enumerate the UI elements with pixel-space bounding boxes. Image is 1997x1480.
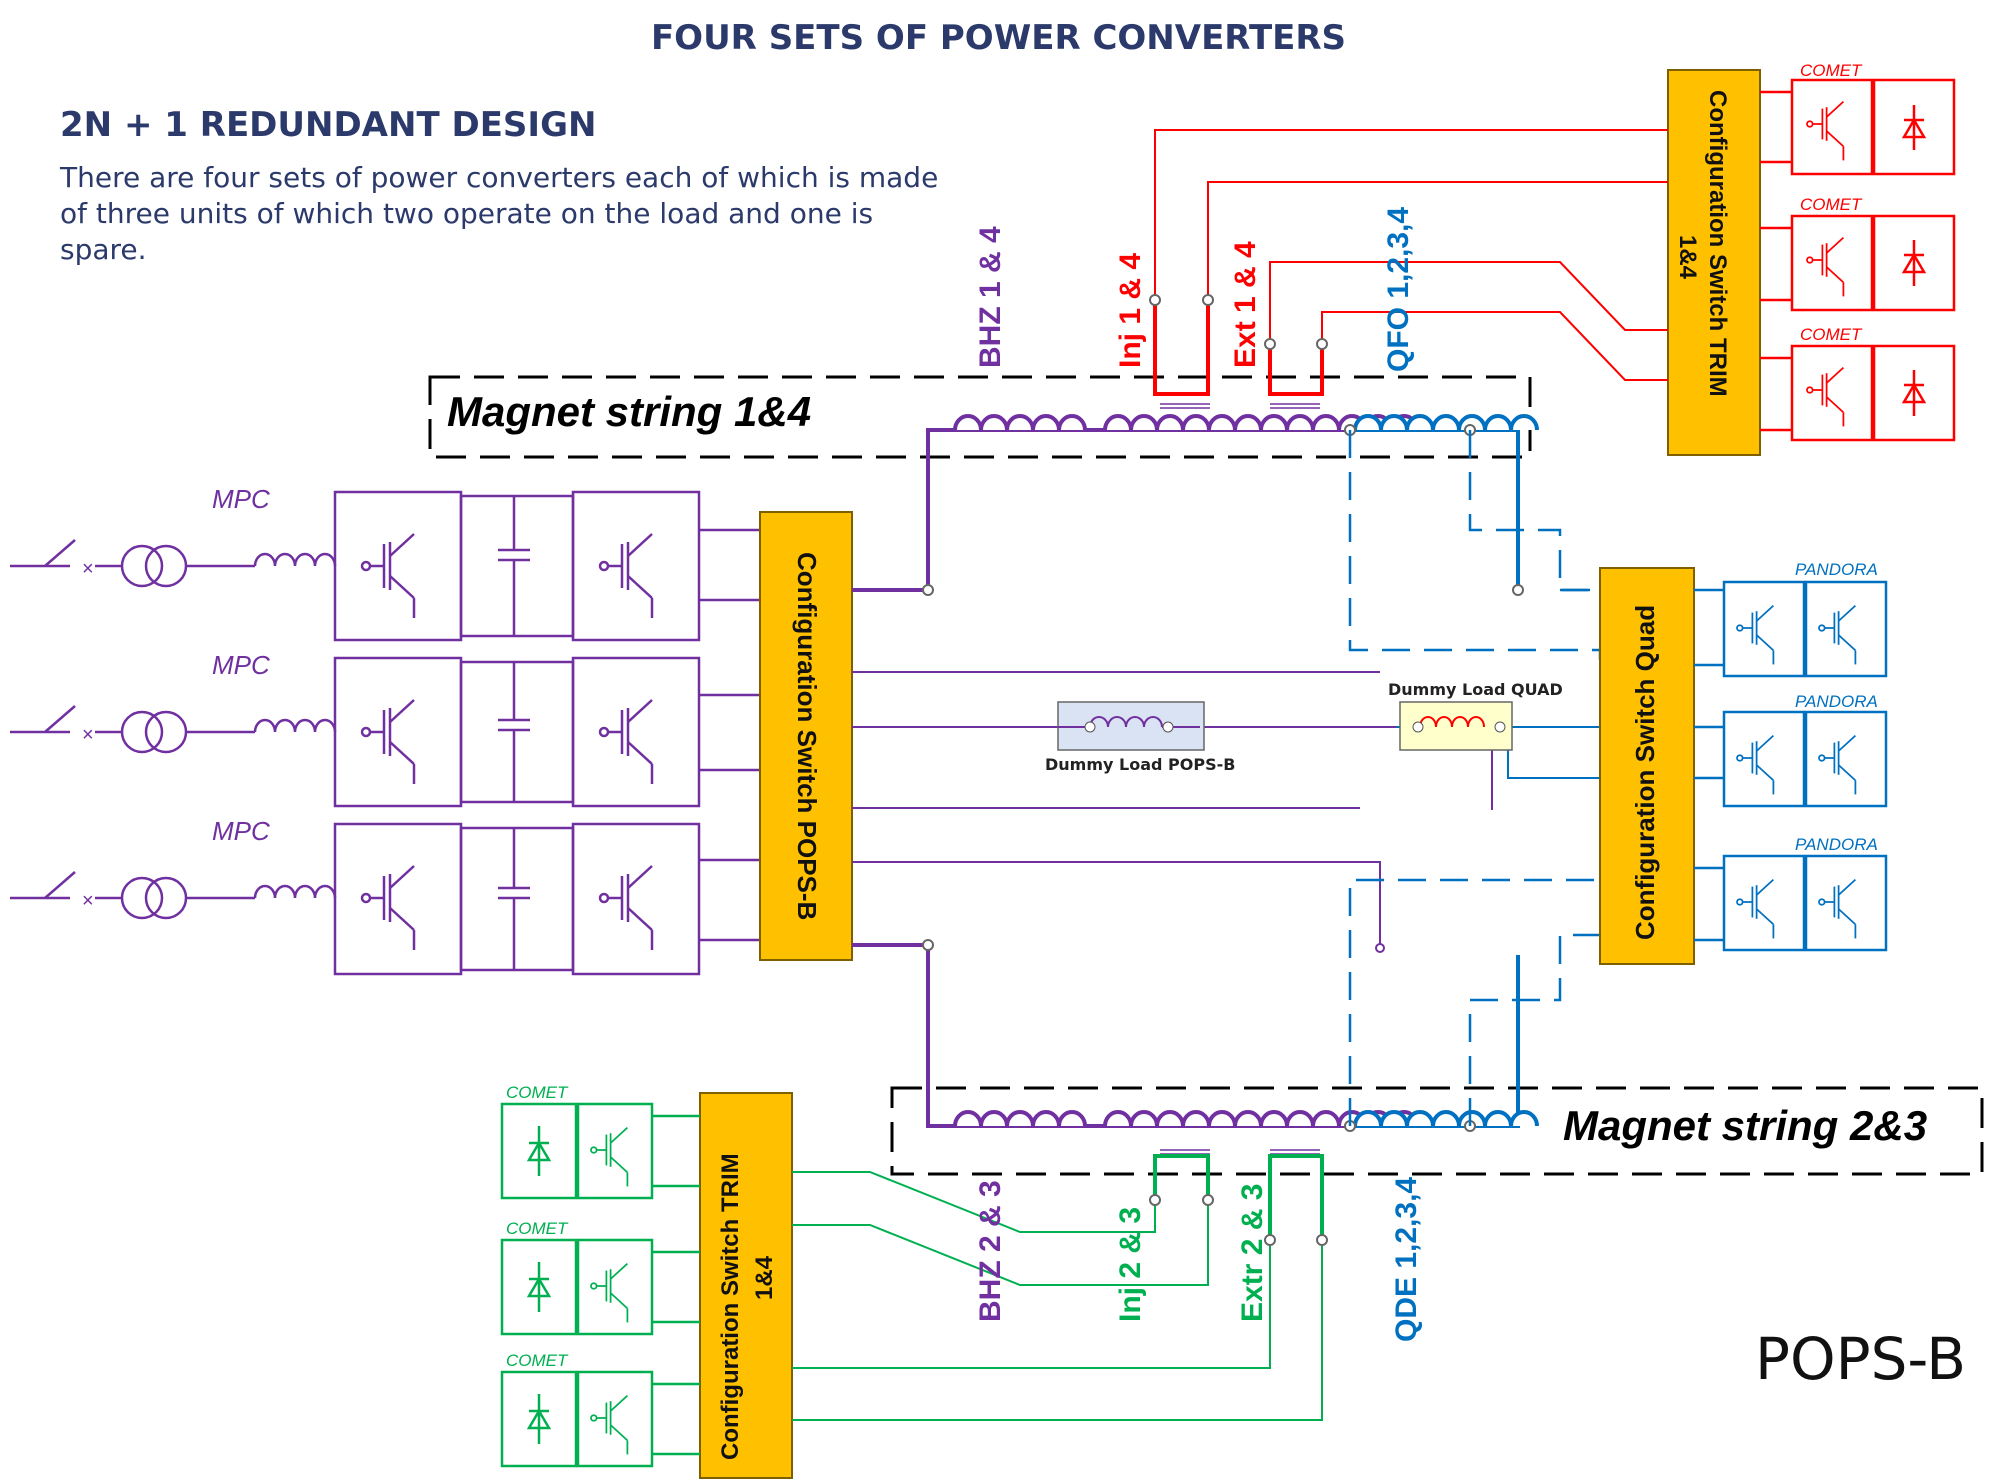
label-qde: QDE 1,2,3,4: [1390, 1177, 1423, 1342]
green-trim-wiring: [792, 1171, 1323, 1421]
comet-top-converter-1: [1760, 78, 1956, 176]
purple-main-wiring: [852, 428, 1350, 1128]
label-inj14: Inj 1 & 4: [1114, 253, 1147, 368]
purple-thin-wiring: [852, 671, 1493, 945]
mpc-converter-row-3: ×: [10, 822, 760, 976]
magnet-string-bottom-label: Magnet string 2&3: [1563, 1102, 1927, 1149]
qde-coil: [1353, 1110, 1539, 1127]
dummy-load-pops-b-label: Dummy Load POPS-B: [1045, 755, 1235, 774]
pandora-converter-2: [1694, 710, 1888, 808]
config-switch-trim-bottom-label-1: Configuration Switch TRIM: [717, 1153, 744, 1460]
dummy-load-pops-b: [1057, 701, 1205, 751]
mpc-label-2: MPC: [212, 650, 270, 680]
pandora-label-3: PANDORA: [1795, 835, 1878, 854]
magnet-string-bottom-box: [890, 1086, 1984, 1176]
dummy-load-quad: [1399, 701, 1513, 751]
red-trim-connections: [1153, 300, 1324, 396]
label-extr23: Extr 2 & 3: [1236, 1184, 1269, 1322]
green-trim-connections: [1153, 1154, 1324, 1240]
config-switch-quad-label: Configuration Switch Quad: [1630, 605, 1660, 940]
config-switch-trim-top-label-1: Configuration Switch TRIM: [1704, 90, 1731, 397]
magnet-string-top-box: [428, 375, 1532, 459]
svg-text:×: ×: [82, 890, 94, 912]
design-subtitle: 2N + 1 REDUNDANT DESIGN: [60, 105, 597, 145]
config-switch-trim-top: [1667, 69, 1761, 456]
mpc-label-3: MPC: [212, 816, 270, 846]
comet-bottom-converter-3: [500, 1370, 700, 1468]
red-trim-wiring: [1154, 129, 1668, 381]
mpc-label-1: MPC: [212, 484, 270, 514]
transformer-cores: [1160, 403, 1320, 1155]
comet-bottom-label-2: COMET: [506, 1219, 569, 1238]
config-switch-pops-b: [759, 511, 853, 961]
comet-bottom-converter-1: [500, 1102, 700, 1200]
mpc-converter-row-2: ×: [10, 656, 760, 808]
comet-top-label-1: COMET: [1800, 61, 1863, 80]
comet-bottom-label-1: COMET: [506, 1083, 569, 1102]
label-ext14: Ext 1 & 4: [1229, 241, 1262, 368]
label-qfo: QFO 1,2,3,4: [1382, 207, 1415, 372]
comet-top-converter-2: [1760, 214, 1956, 312]
pandora-converter-1: [1694, 580, 1888, 678]
design-description: There are four sets of power converters …: [60, 161, 939, 266]
mpc-converter-row-1: ×: [10, 490, 760, 642]
config-switch-quad: [1599, 567, 1695, 965]
config-switch-trim-bottom: [699, 1092, 793, 1479]
label-bhz14: BHZ 1 & 4: [974, 226, 1007, 368]
config-switch-trim-top-label-2: 1&4: [1674, 235, 1701, 280]
pops-b-label: POPS-B: [1755, 1325, 1967, 1393]
config-switch-pops-b-label: Configuration Switch POPS-B: [792, 552, 822, 920]
comet-top-label-3: COMET: [1800, 325, 1863, 344]
svg-text:×: ×: [82, 558, 94, 580]
label-inj23: Inj 2 & 3: [1114, 1207, 1147, 1322]
pandora-label-2: PANDORA: [1795, 692, 1878, 711]
dummy-load-quad-label: Dummy Load QUAD: [1388, 680, 1563, 699]
magnet-string-top-label: Magnet string 1&4: [447, 388, 811, 435]
qfo-coil: [1353, 414, 1539, 431]
comet-bottom-converter-2: [500, 1238, 700, 1336]
comet-top-converter-3: [1760, 344, 1956, 442]
comet-top-label-2: COMET: [1800, 195, 1863, 214]
page-title: FOUR SETS OF POWER CONVERTERS: [650, 18, 1347, 58]
label-bhz23: BHZ 2 & 3: [974, 1180, 1007, 1322]
config-switch-trim-bottom-label-2: 1&4: [751, 1255, 778, 1300]
comet-bottom-label-3: COMET: [506, 1351, 569, 1370]
svg-text:×: ×: [82, 724, 94, 746]
pandora-converter-3: [1694, 854, 1888, 952]
pandora-label-1: PANDORA: [1795, 560, 1878, 579]
